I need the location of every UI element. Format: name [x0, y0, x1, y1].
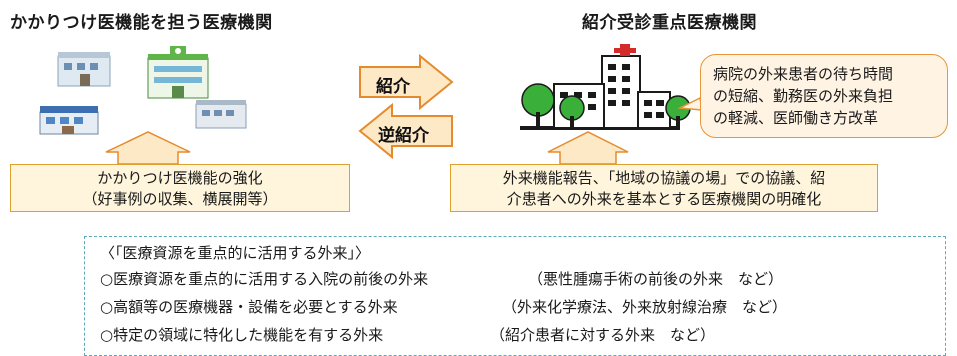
left-callout-line-1: かかりつけ医機能の強化: [97, 169, 263, 187]
right-title: 紹介受診重点医療機関: [582, 13, 757, 33]
right-callout-line-1: 外来機能報告、「地域の協議の場」での協議、紹: [502, 169, 826, 187]
right-up-arrow: [547, 131, 629, 165]
outpatient-box-title: 〈「医療資源を重点的に活用する外来」〉: [100, 244, 371, 262]
speech-line-3: の軽減、医師働き方改革: [713, 109, 879, 127]
right-callout: 外来機能報告、「地域の協議の場」での協議、紹 介患者への外来を基本とする医療機関…: [450, 164, 878, 212]
outpatient-item-3-note: （紹介患者に対する外来 など）: [490, 326, 716, 344]
speech-line-2: の短縮、勤務医の外来負担: [713, 87, 894, 105]
left-callout: かかりつけ医機能の強化 （好事例の収集、横展開等）: [10, 164, 350, 212]
referral-arrow: [359, 53, 454, 111]
speech-bubble: 病院の外来患者の待ち時間 の短縮、勤務医の外来負担 の軽減、医師働き方改革: [700, 54, 948, 138]
outpatient-item-1: ○医療資源を重点的に活用する入院の前後の外来: [100, 270, 429, 288]
left-up-arrow: [105, 131, 191, 165]
left-callout-line-2: （好事例の収集、横展開等）: [82, 190, 278, 208]
clinic-icon-1: [57, 52, 111, 87]
outpatient-item-3: ○特定の領域に特化した機能を有する外来: [100, 326, 384, 344]
hospital-icon: [520, 44, 691, 130]
speech-line-1: 病院の外来患者の待ち時間: [713, 65, 894, 83]
clinic-icon-2: [147, 46, 209, 99]
outpatient-item-2-note: （外来化学療法、外来放射線治療 など）: [502, 298, 788, 316]
clinic-icon-3: [39, 106, 99, 135]
right-callout-line-2: 介患者への外来を基本とする医療機関の明確化: [506, 190, 822, 208]
diagram-graphics: [39, 44, 703, 165]
referral-label: 紹介: [376, 77, 410, 97]
outpatient-item-2: ○高額等の医療機器・設備を必要とする外来: [100, 298, 398, 316]
left-title: かかりつけ医機能を担う医療機関: [10, 13, 273, 33]
reverse-referral-label: 逆紹介: [378, 126, 429, 146]
outpatient-item-1-note: （悪性腫瘍手術の前後の外来 など）: [528, 270, 784, 288]
reverse-referral-arrow: [358, 102, 453, 160]
clinic-icon-4: [195, 100, 247, 129]
